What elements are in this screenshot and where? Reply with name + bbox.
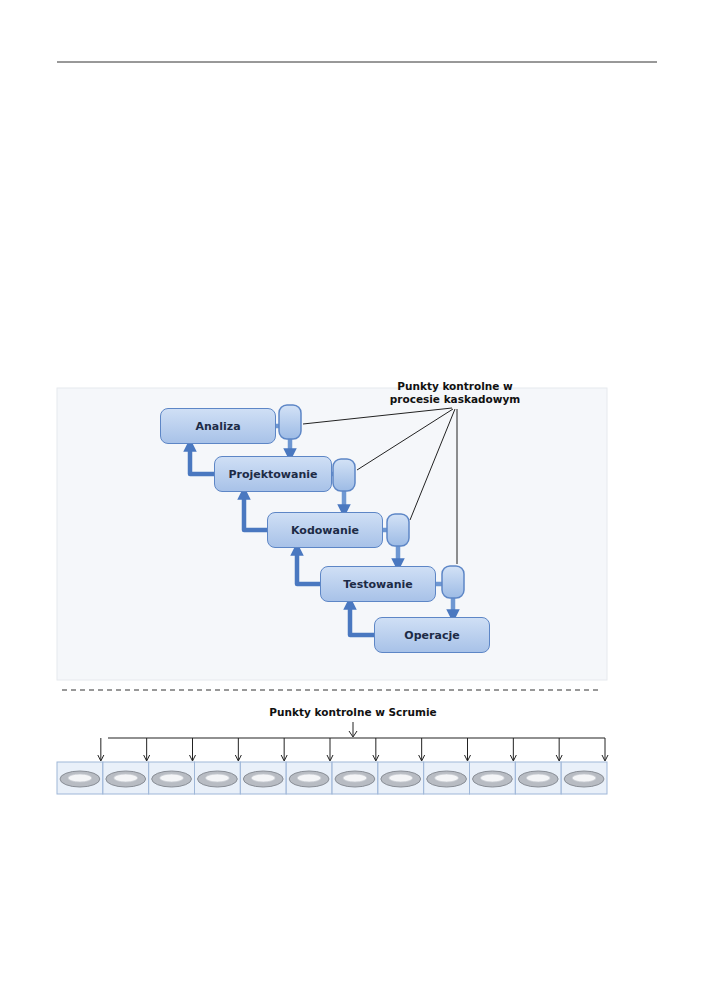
checkpoint-arrow xyxy=(284,738,285,760)
sprint-cycle-inner xyxy=(343,774,367,782)
sprint-cell xyxy=(103,762,149,794)
checkpoint-arrow xyxy=(192,738,193,760)
arrowhead xyxy=(235,755,241,761)
feedback-arrow xyxy=(350,603,374,635)
sprint-cycle-inner xyxy=(114,774,138,782)
arrowhead xyxy=(373,755,379,761)
arrowhead xyxy=(556,755,562,761)
arrowhead xyxy=(281,755,287,761)
sprint-cell xyxy=(195,762,241,794)
arrowhead xyxy=(419,755,425,761)
checkpoint-arrow xyxy=(146,738,147,760)
sprint-cycle-inner xyxy=(435,774,459,782)
feedback-arrow xyxy=(297,549,320,584)
separator xyxy=(62,690,602,691)
sprint-cycle xyxy=(427,771,467,787)
box-label: Operacje xyxy=(396,629,467,642)
sprint-cycle-inner xyxy=(68,774,92,782)
checkpoint-arrow xyxy=(467,738,468,760)
sprint-cycle-inner xyxy=(572,774,596,782)
checkpoint-arrow xyxy=(375,738,376,760)
sprint-cell xyxy=(57,762,103,794)
checkpoint-label: Punkty kontrolne w Scrumie xyxy=(253,706,453,719)
bracket xyxy=(108,737,605,738)
sprint-cycle xyxy=(106,771,146,787)
arrowhead xyxy=(349,731,357,737)
sprint-row xyxy=(57,738,608,794)
feedback-arrow xyxy=(190,445,214,474)
process-box: Testowanie xyxy=(320,566,436,602)
sprint-cell xyxy=(424,762,470,794)
sprint-cycle xyxy=(198,771,238,787)
sprint-cell xyxy=(378,762,424,794)
sprint-cycle-inner xyxy=(389,774,413,782)
arrowhead xyxy=(98,755,104,761)
checkpoint-arrow xyxy=(605,738,606,760)
arrowhead xyxy=(190,755,196,761)
checkpoint xyxy=(387,514,409,546)
sprint-cell xyxy=(240,762,286,794)
header-rule xyxy=(57,62,657,63)
sprint-cell xyxy=(515,762,561,794)
arrowhead xyxy=(510,755,516,761)
checkpoint-arrow xyxy=(559,738,560,760)
process-box: Kodowanie xyxy=(267,512,383,548)
checkpoint xyxy=(333,459,355,491)
sprint-cell xyxy=(332,762,378,794)
checkpoint-arrow xyxy=(238,738,239,760)
leader-line xyxy=(457,409,458,564)
checkpoint-arrow xyxy=(513,738,514,760)
sprint-cell xyxy=(286,762,332,794)
checkpoint xyxy=(279,405,301,439)
leader-line xyxy=(410,409,455,520)
leader-line xyxy=(303,408,452,424)
sprint-cycle xyxy=(243,771,283,787)
leader-line xyxy=(357,409,453,470)
sprint-cell xyxy=(561,762,607,794)
sprint-cycle-inner xyxy=(160,774,184,782)
sprint-cycle xyxy=(60,771,100,787)
checkpoint-arrow xyxy=(330,738,331,760)
checkpoint-arrow xyxy=(421,738,422,760)
leader-line xyxy=(353,722,354,736)
sprint-cycle-inner xyxy=(206,774,230,782)
sprint-cycle-inner xyxy=(297,774,321,782)
sprint-cycle xyxy=(518,771,558,787)
arrowhead xyxy=(465,755,471,761)
box-label: Analiza xyxy=(187,420,248,433)
process-box: Projektowanie xyxy=(214,456,332,492)
arrowhead xyxy=(327,755,333,761)
checkpoint-arrow xyxy=(100,738,101,760)
sprint-cycle xyxy=(152,771,192,787)
sprint-cell xyxy=(470,762,516,794)
arrowhead xyxy=(602,755,608,761)
sprint-cycle xyxy=(564,771,604,787)
sprint-cycle xyxy=(473,771,513,787)
box-label: Testowanie xyxy=(335,578,421,591)
sprint-cell xyxy=(149,762,195,794)
process-box: Analiza xyxy=(160,408,276,444)
process-box: Operacje xyxy=(374,617,490,653)
checkpoint-label: Punkty kontrolne w procesie kaskadowym xyxy=(380,380,530,406)
sprint-cycle-inner xyxy=(251,774,275,782)
box-label: Kodowanie xyxy=(283,524,367,537)
sprint-cycle-inner xyxy=(526,774,550,782)
sprint-cycle xyxy=(335,771,375,787)
sprint-cycle xyxy=(289,771,329,787)
sprint-cycle xyxy=(381,771,421,787)
box-label: Projektowanie xyxy=(220,468,325,481)
arrowhead xyxy=(144,755,150,761)
feedback-arrow xyxy=(244,493,267,530)
sprint-cycle-inner xyxy=(481,774,505,782)
checkpoint xyxy=(442,566,464,598)
panel xyxy=(57,388,607,680)
